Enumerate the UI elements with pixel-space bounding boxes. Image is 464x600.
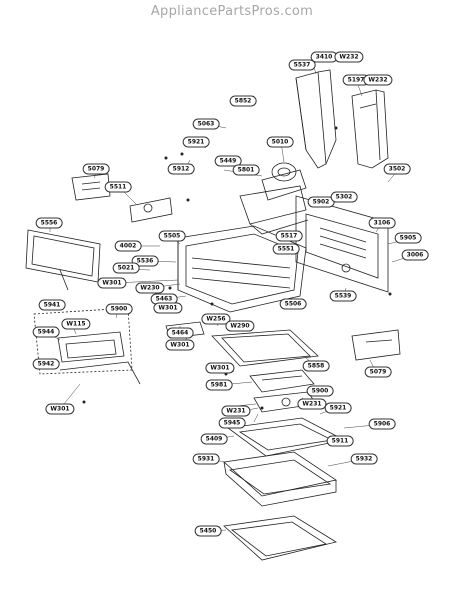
part-label-5464[interactable]: 5464 bbox=[166, 327, 194, 339]
part-label-5021[interactable]: 5021 bbox=[112, 262, 140, 274]
part-label-5912[interactable]: 5912 bbox=[167, 163, 195, 175]
part-label-5537[interactable]: 5537 bbox=[288, 59, 316, 71]
part-label-5551[interactable]: 5551 bbox=[272, 243, 300, 255]
part-label-5409[interactable]: 5409 bbox=[200, 433, 228, 445]
part-label-w301[interactable]: W301 bbox=[205, 362, 235, 374]
part-label-w301[interactable]: W301 bbox=[97, 277, 127, 289]
part-label-5302[interactable]: 5302 bbox=[330, 191, 358, 203]
part-label-w301[interactable]: W301 bbox=[165, 339, 195, 351]
part-label-5932[interactable]: 5932 bbox=[350, 453, 378, 465]
door-frame bbox=[25, 229, 101, 291]
part-label-5449[interactable]: 5449 bbox=[214, 155, 242, 167]
part-label-5858[interactable]: 5858 bbox=[302, 360, 330, 372]
part-label-w290[interactable]: W290 bbox=[225, 320, 255, 332]
part-label-5536[interactable]: 5536 bbox=[131, 255, 159, 267]
part-label-5517[interactable]: 5517 bbox=[275, 230, 303, 242]
part-label-5506[interactable]: 5506 bbox=[279, 298, 307, 310]
part-label-w256[interactable]: W256 bbox=[201, 313, 231, 325]
part-label-4002[interactable]: 4002 bbox=[114, 240, 142, 252]
part-label-5801[interactable]: 5801 bbox=[232, 164, 260, 176]
vent-duct-left bbox=[295, 69, 337, 169]
part-label-5852[interactable]: 5852 bbox=[229, 95, 257, 107]
part-label-5063[interactable]: 5063 bbox=[192, 118, 220, 130]
part-label-5900[interactable]: 5900 bbox=[105, 303, 133, 315]
part-label-5941[interactable]: 5941 bbox=[38, 299, 66, 311]
part-label-5942[interactable]: 5942 bbox=[32, 358, 60, 370]
fan-motor-assembly bbox=[239, 162, 309, 235]
part-label-w232[interactable]: W232 bbox=[363, 74, 393, 86]
part-label-5556[interactable]: 5556 bbox=[35, 217, 63, 229]
part-label-5921[interactable]: 5921 bbox=[324, 402, 352, 414]
part-label-3106[interactable]: 3106 bbox=[368, 217, 396, 229]
part-label-5905[interactable]: 5905 bbox=[394, 232, 422, 244]
part-label-w231[interactable]: W231 bbox=[221, 405, 251, 417]
glass-tray bbox=[211, 329, 319, 367]
bottom-cover bbox=[223, 515, 338, 561]
part-label-3502[interactable]: 3502 bbox=[383, 163, 411, 175]
hinge-bracket-bottom bbox=[351, 329, 401, 361]
part-label-w301[interactable]: W301 bbox=[45, 403, 75, 415]
part-label-5079[interactable]: 5079 bbox=[82, 163, 110, 175]
bottom-frame bbox=[223, 451, 338, 507]
part-label-w232[interactable]: W232 bbox=[334, 51, 364, 63]
part-label-w115[interactable]: W115 bbox=[61, 318, 91, 330]
hinge-bracket-top bbox=[71, 173, 111, 201]
part-label-5911[interactable]: 5911 bbox=[326, 435, 354, 447]
part-label-5010[interactable]: 5010 bbox=[266, 136, 294, 148]
part-label-5944[interactable]: 5944 bbox=[32, 326, 60, 338]
vent-duct-right bbox=[351, 89, 389, 169]
part-label-5981[interactable]: 5981 bbox=[205, 379, 233, 391]
part-label-5505[interactable]: 5505 bbox=[158, 230, 186, 242]
watermark-text: AppliancePartsPros.com bbox=[150, 4, 314, 19]
part-label-5450[interactable]: 5450 bbox=[194, 525, 222, 537]
part-label-5921[interactable]: 5921 bbox=[182, 136, 210, 148]
lamp-socket bbox=[129, 197, 173, 223]
part-label-w230[interactable]: W230 bbox=[135, 282, 165, 294]
part-label-5906[interactable]: 5906 bbox=[368, 418, 396, 430]
rear-panel bbox=[295, 195, 389, 293]
oven-cavity bbox=[177, 225, 307, 313]
part-label-w231[interactable]: W231 bbox=[297, 398, 327, 410]
part-label-5900[interactable]: 5900 bbox=[306, 385, 334, 397]
stirrer-plate bbox=[249, 369, 315, 393]
part-label-5511[interactable]: 5511 bbox=[104, 181, 132, 193]
part-label-5539[interactable]: 5539 bbox=[329, 290, 357, 302]
part-label-w301[interactable]: W301 bbox=[153, 302, 183, 314]
part-label-5945[interactable]: 5945 bbox=[218, 417, 246, 429]
part-label-3006[interactable]: 3006 bbox=[401, 249, 429, 261]
part-label-5079[interactable]: 5079 bbox=[364, 366, 392, 378]
part-label-5931[interactable]: 5931 bbox=[192, 453, 220, 465]
control-box-group bbox=[33, 307, 141, 385]
